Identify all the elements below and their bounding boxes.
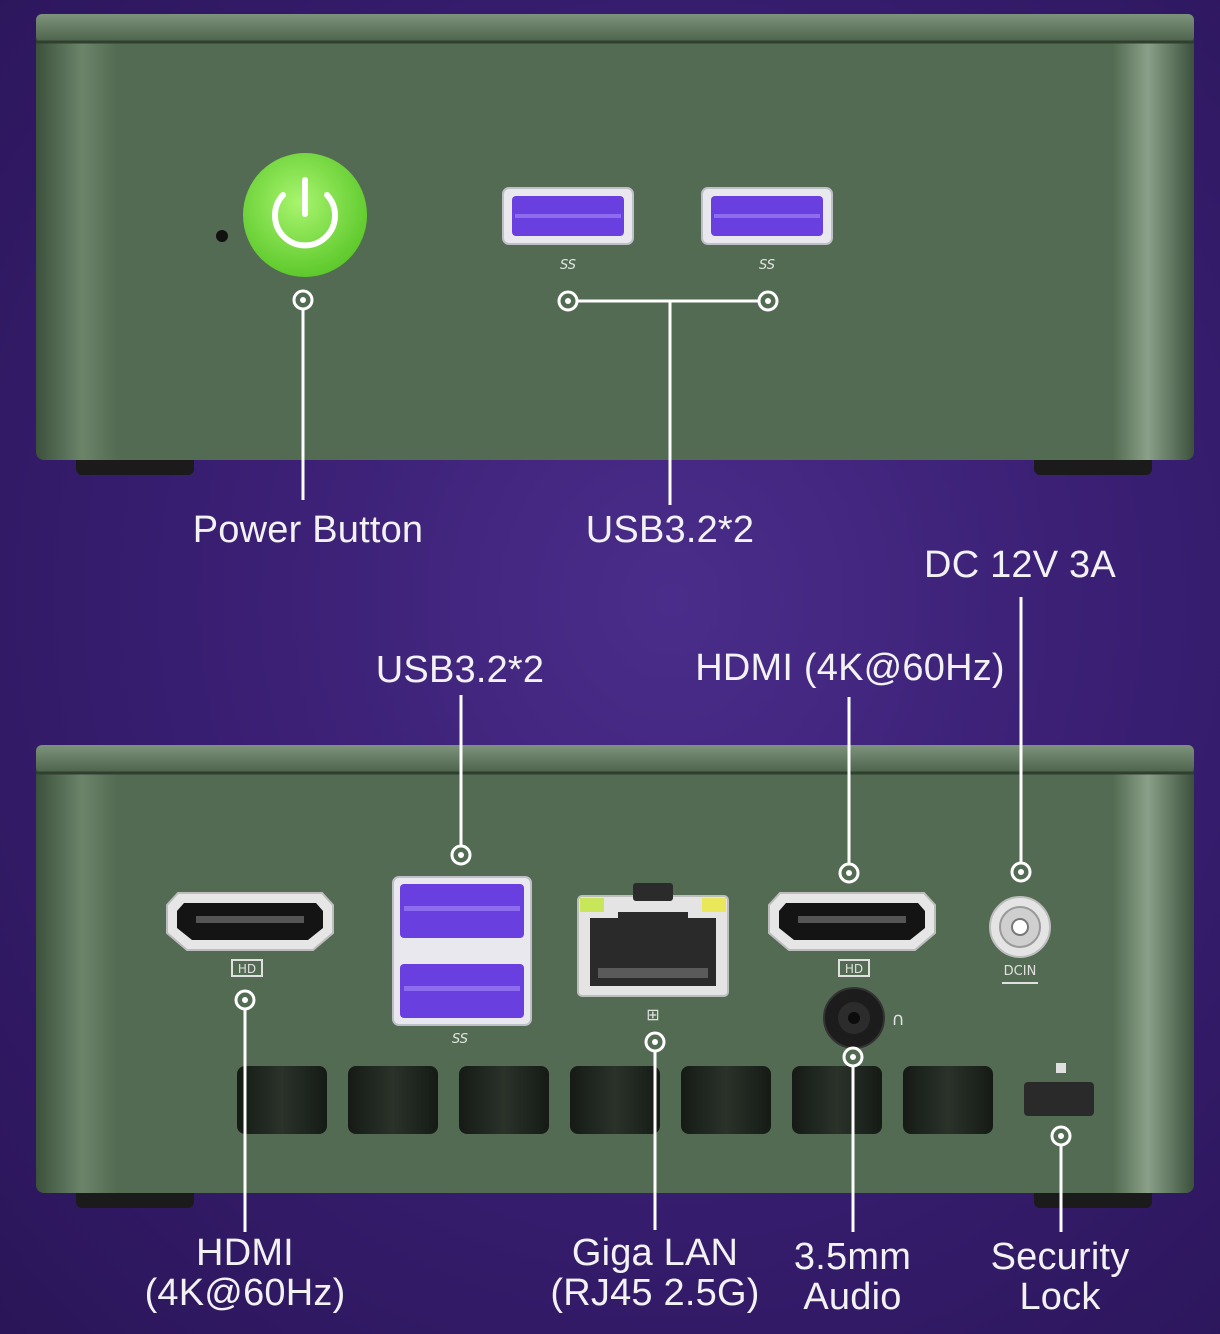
front-panel-unit: SS SS — [36, 14, 1194, 475]
svg-text:⊞: ⊞ — [646, 1005, 659, 1024]
rear-top-lid — [36, 745, 1194, 773]
power-led — [216, 230, 228, 242]
label-lan-line1: Giga LAN — [571, 1232, 739, 1274]
label-dc-in: DC 12V 3A — [924, 544, 1116, 586]
label-audio-line2: Audio — [803, 1276, 902, 1318]
front-callout-lines — [301, 299, 759, 505]
label-security-lock: Security Lock — [970, 1237, 1150, 1317]
usb-ss-mark: SS — [560, 258, 576, 273]
rear-usb-stack: SS — [392, 876, 532, 1047]
dc-in-port: DCIN — [989, 896, 1051, 984]
label-lock-line2: Lock — [1019, 1276, 1101, 1318]
rear-panel-unit: HD SS ⊞ HD — [36, 745, 1194, 1208]
hdmi-port-right: HD — [768, 892, 936, 977]
hd-mark: HD — [238, 962, 256, 976]
label-audio-line1: 3.5mm — [793, 1236, 912, 1278]
label-lock-line1: Security — [990, 1236, 1130, 1278]
label-usb-front: USB3.2*2 — [585, 509, 755, 551]
label-lan: Giga LAN (RJ45 2.5G) — [535, 1233, 775, 1313]
audio-jack: ∩ — [823, 987, 905, 1049]
dcin-mark: DCIN — [1004, 964, 1037, 979]
label-hdmi-line1: HDMI — [196, 1232, 294, 1274]
hd-mark: HD — [845, 962, 863, 976]
lan-port: ⊞ — [577, 883, 729, 1024]
headphone-icon: ∩ — [891, 1009, 904, 1030]
label-hdmi-rear-right: HDMI (4K@60Hz) — [695, 647, 1005, 689]
label-power-button: Power Button — [192, 509, 424, 551]
label-hdmi-rear-left: HDMI (4K@60Hz) — [125, 1233, 365, 1313]
rear-callout-lines — [243, 597, 1063, 1232]
usb-ss-mark: SS — [452, 1032, 468, 1047]
hdmi-port-left: HD — [166, 892, 334, 977]
lock-icon — [1056, 1063, 1066, 1073]
label-audio: 3.5mm Audio — [765, 1237, 940, 1317]
front-top-lid — [36, 14, 1194, 42]
vent-grilles — [237, 1066, 993, 1134]
security-lock-slot — [1024, 1063, 1094, 1116]
label-hdmi-line2: (4K@60Hz) — [144, 1272, 346, 1314]
usb-ss-mark: SS — [759, 258, 775, 273]
label-lan-line2: (RJ45 2.5G) — [550, 1272, 760, 1314]
label-usb-rear: USB3.2*2 — [375, 649, 545, 691]
